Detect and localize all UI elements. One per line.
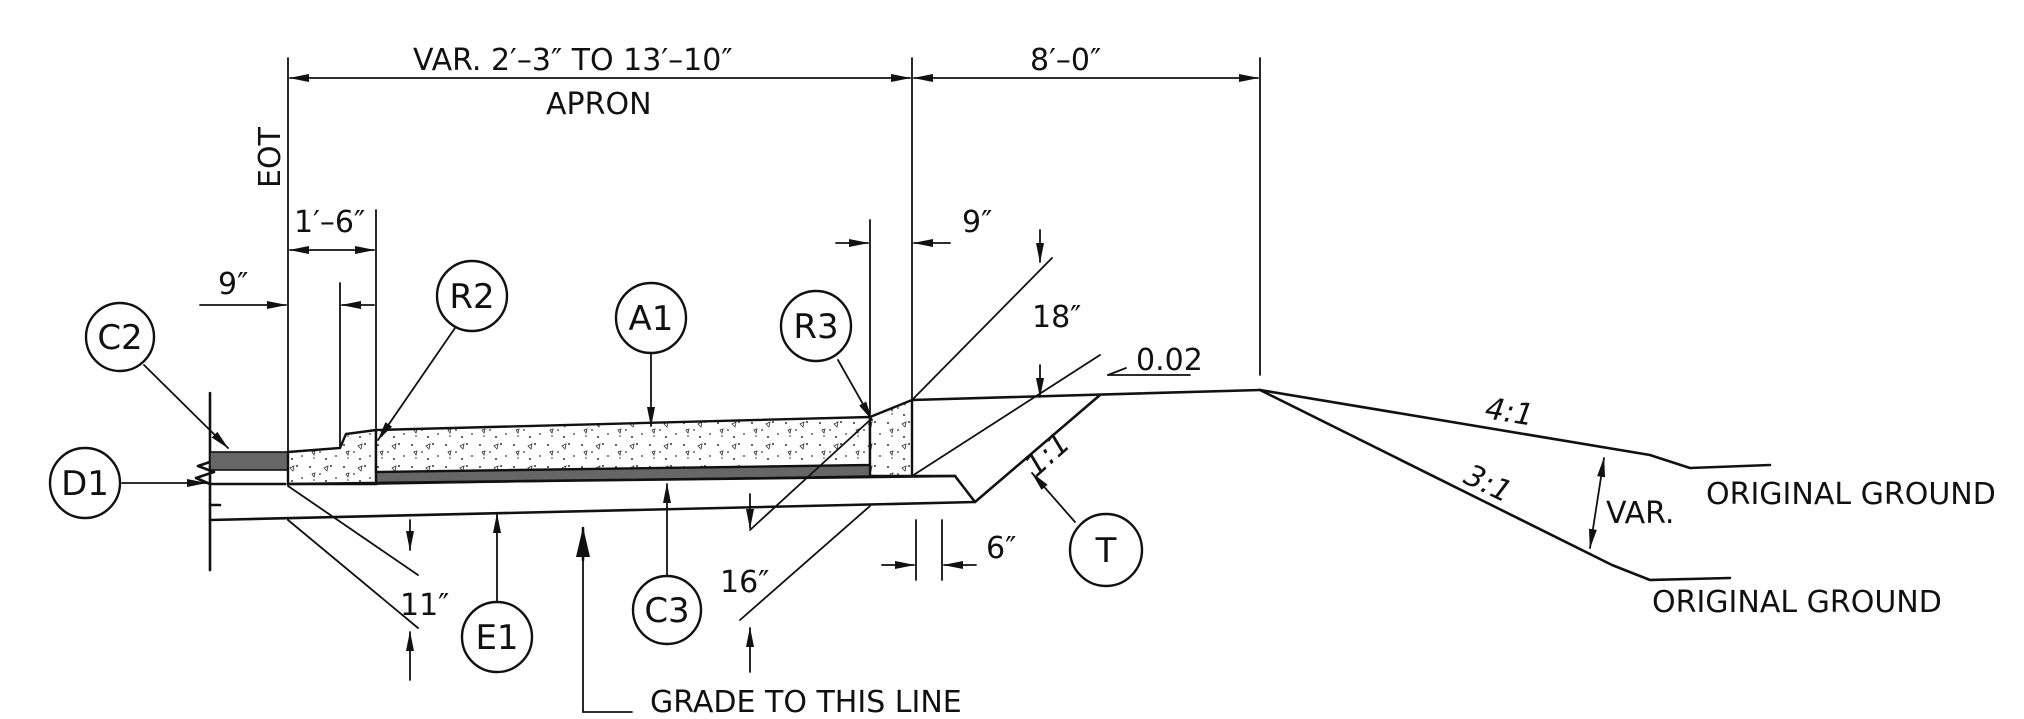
apron-base-line [286,474,957,486]
svg-text:E1: E1 [475,618,518,658]
depth-11-extension-b [287,519,419,629]
svg-text:T: T [1095,531,1117,571]
r2-leader [377,327,456,441]
var-label: VAR. [1606,496,1674,531]
depth-18-extension [911,257,1053,401]
depth-16-extension [749,419,871,531]
callout-r3: R3 [779,289,853,363]
depth-11-extension [287,485,419,576]
depth-11-label: 11″ [400,588,449,623]
depth-18-label: 18″ [1032,300,1081,335]
t-leader [1031,472,1076,523]
slope-3-1-line [1258,388,1732,582]
slope-002-label: 0.02 [1136,343,1203,378]
depth-16-extension-b [739,505,871,621]
eot-label: EOT [253,126,288,188]
svg-text:A1: A1 [629,299,674,339]
grade-note-label: GRADE TO THIS LINE [650,685,962,719]
callout-r2: R2 [435,259,509,333]
grade-leader [582,539,633,713]
callout-d1: D1 [48,446,122,520]
apron-label: APRON [546,87,652,122]
shoulder-surface [910,388,1262,402]
original-ground-lower-label: ORIGINAL GROUND [1652,585,1942,620]
slope-3-1-label: 3:1 [1458,458,1517,511]
callout-c3: C3 [631,574,703,646]
toe-6in-label: 6″ [986,531,1016,566]
var-dimension-line [1588,457,1606,549]
original-ground-upper-label: ORIGINAL GROUND [1706,477,1996,512]
svg-text:C2: C2 [97,318,142,358]
gutter-width-label: 1′–6″ [294,205,365,240]
depth-16-label: 16″ [720,565,769,600]
depth-18-extension-b [911,354,1101,477]
c2-leader [143,364,229,449]
callout-a1: A1 [614,281,688,355]
r3-leader [837,359,873,421]
pavement-break-line [194,460,287,486]
slope-4-1-line [1258,388,1772,470]
left-9in-label: 9″ [218,267,248,302]
callout-e1: E1 [460,600,534,674]
apron-concrete [374,415,872,474]
apron-end-concrete [868,398,914,478]
gutter-concrete [286,428,378,486]
callout-c2: C2 [84,301,156,373]
asphalt-layer [209,451,289,471]
svg-text:R3: R3 [793,307,838,347]
grade-line [208,500,977,522]
svg-text:C3: C3 [644,591,689,631]
svg-text:R2: R2 [449,277,494,317]
apron-width-label: VAR. 2′–3″ TO 13′–10″ [413,43,733,78]
slope-1-1-label: 1:1 [1018,426,1077,484]
svg-text:D1: D1 [61,464,109,504]
right-9in-label: 9″ [962,205,992,240]
slope-4-1-label: 4:1 [1483,391,1536,433]
shoulder-base-line [910,393,1102,504]
shoulder-width-label: 8′–0″ [1030,43,1101,78]
slope-002-leader-tick [1107,367,1127,376]
callout-t: T [1068,512,1144,588]
